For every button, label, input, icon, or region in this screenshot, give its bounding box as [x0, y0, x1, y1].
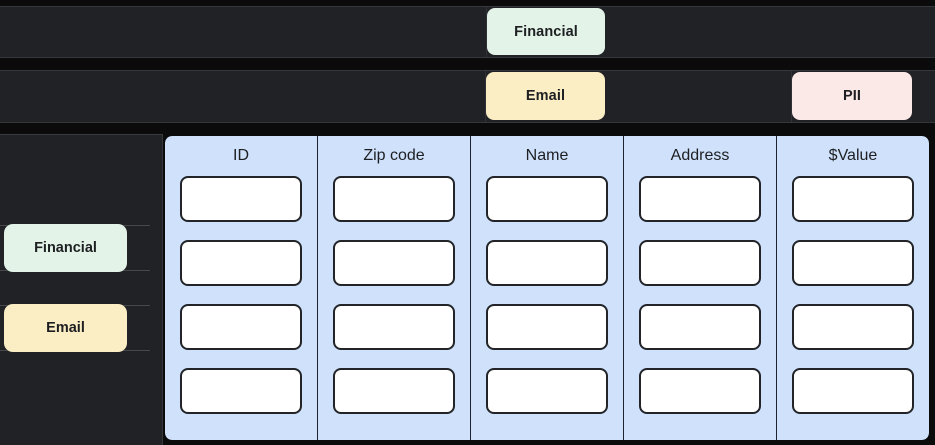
tag-financial-row1[interactable]: Financial [487, 8, 605, 55]
cell-address-1[interactable] [639, 176, 761, 222]
sidebar-tag-email[interactable]: Email [4, 304, 127, 352]
cell-value-1[interactable] [792, 176, 914, 222]
cell-value-3[interactable] [792, 304, 914, 350]
sidebar-tag-financial[interactable]: Financial [4, 224, 127, 272]
cell-address-4[interactable] [639, 368, 761, 414]
row2-cell-left [0, 71, 486, 122]
column-cells-id [165, 176, 317, 440]
table-column-zip-code: Zip code [318, 136, 471, 440]
row2-cell-middle [605, 71, 792, 122]
column-header-name: Name [525, 147, 569, 164]
column-cells-name [471, 176, 623, 440]
cell-id-1[interactable] [180, 176, 302, 222]
cell-id-3[interactable] [180, 304, 302, 350]
tag-row-2 [0, 70, 935, 123]
tag-email-row2[interactable]: Email [486, 72, 605, 120]
column-cells-value [777, 176, 929, 440]
column-header-id: ID [233, 147, 249, 164]
cell-name-3[interactable] [486, 304, 608, 350]
sidebar [0, 134, 163, 445]
row2-cell-right [912, 71, 935, 122]
tag-pii-row2[interactable]: PII [792, 72, 912, 120]
tag-row-1 [0, 6, 935, 58]
column-header-value: $Value [828, 147, 878, 164]
row1-cell-left [0, 7, 487, 57]
cell-value-4[interactable] [792, 368, 914, 414]
column-cells-zip-code [318, 176, 470, 440]
cell-name-1[interactable] [486, 176, 608, 222]
cell-id-4[interactable] [180, 368, 302, 414]
table-column-name: Name [471, 136, 624, 440]
cell-id-2[interactable] [180, 240, 302, 286]
column-header-address: Address [670, 147, 730, 164]
row1-cell-right [605, 7, 935, 57]
cell-name-4[interactable] [486, 368, 608, 414]
cell-address-3[interactable] [639, 304, 761, 350]
table-column-address: Address [624, 136, 777, 440]
cell-value-2[interactable] [792, 240, 914, 286]
cell-zip-code-2[interactable] [333, 240, 455, 286]
data-table: ID Zip code Name [165, 136, 929, 440]
cell-zip-code-1[interactable] [333, 176, 455, 222]
cell-name-2[interactable] [486, 240, 608, 286]
column-header-zip-code: Zip code [363, 147, 425, 164]
table-column-value: $Value [777, 136, 929, 440]
cell-zip-code-3[interactable] [333, 304, 455, 350]
column-cells-address [624, 176, 776, 440]
cell-zip-code-4[interactable] [333, 368, 455, 414]
cell-address-2[interactable] [639, 240, 761, 286]
table-column-id: ID [165, 136, 318, 440]
